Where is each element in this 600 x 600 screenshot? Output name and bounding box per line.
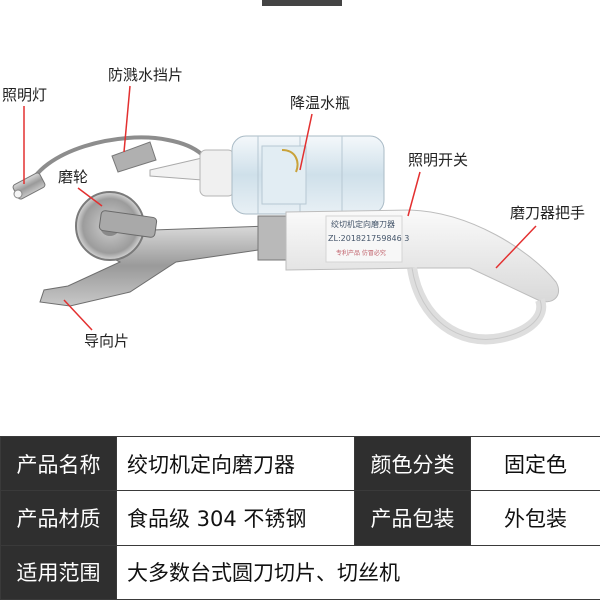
- spec-value-scope: 大多数台式圆刀切片、切丝机: [116, 544, 600, 600]
- grinding-wheel: [75, 191, 158, 261]
- spec-key-color: 颜色分类: [354, 435, 471, 492]
- splash-guard: [111, 141, 157, 173]
- spec-key-scope: 适用范围: [0, 544, 117, 600]
- callout-lamp: 照明灯: [2, 86, 48, 104]
- spec-table: 产品名称 绞切机定向磨刀器 颜色分类 固定色 产品材质 食品级 304 不锈钢 …: [0, 435, 600, 600]
- body-label-patent: ZL:201821759846 3: [328, 234, 410, 243]
- spec-value-color: 固定色: [470, 435, 600, 492]
- product-photo: 照明灯 防溅水挡片 降温水瓶 照明开关 磨轮 磨刀器把手 导向片 绞切机定向磨刀…: [2, 0, 586, 350]
- callout-light-switch: 照明开关: [408, 151, 469, 169]
- callout-line-splash: [123, 85, 131, 153]
- body-label-name: 绞切机定向磨刀器: [331, 220, 395, 229]
- callout-cooling-bottle: 降温水瓶: [290, 94, 351, 112]
- cooling-bottle: [149, 135, 385, 215]
- spec-value-material: 食品级 304 不锈钢: [116, 490, 355, 546]
- callout-line-guide: [63, 299, 93, 331]
- callout-grinding-wheel: 磨轮: [58, 168, 89, 186]
- callout-line-handle: [495, 225, 537, 269]
- callout-guide-plate: 导向片: [84, 332, 130, 350]
- callout-lines: [23, 85, 537, 331]
- spec-value-packaging: 外包装: [470, 490, 600, 546]
- steel-arm: [39, 225, 273, 307]
- spec-key-name: 产品名称: [0, 435, 117, 492]
- body-label-small: 专利产品 仿冒必究: [336, 250, 386, 257]
- callout-sharpener-handle: 磨刀器把手: [510, 204, 586, 222]
- table-row: 适用范围 大多数台式圆刀切片、切丝机: [0, 544, 600, 600]
- callout-line-bottle: [299, 113, 313, 171]
- callout-splash-guard: 防溅水挡片: [108, 66, 184, 84]
- table-row: 产品材质 食品级 304 不锈钢 产品包装 外包装: [0, 490, 600, 546]
- lamp-head: [12, 172, 46, 200]
- spec-key-material: 产品材质: [0, 490, 117, 546]
- callout-line-switch: [407, 171, 421, 217]
- spec-key-packaging: 产品包装: [354, 490, 471, 546]
- top-crop-edge: [262, 0, 342, 6]
- table-row: 产品名称 绞切机定向磨刀器 颜色分类 固定色: [0, 435, 600, 492]
- spec-value-name: 绞切机定向磨刀器: [116, 435, 355, 492]
- sharpener-handle: [285, 209, 560, 345]
- product-illustration: [12, 0, 560, 345]
- callout-line-grinder: [77, 187, 103, 207]
